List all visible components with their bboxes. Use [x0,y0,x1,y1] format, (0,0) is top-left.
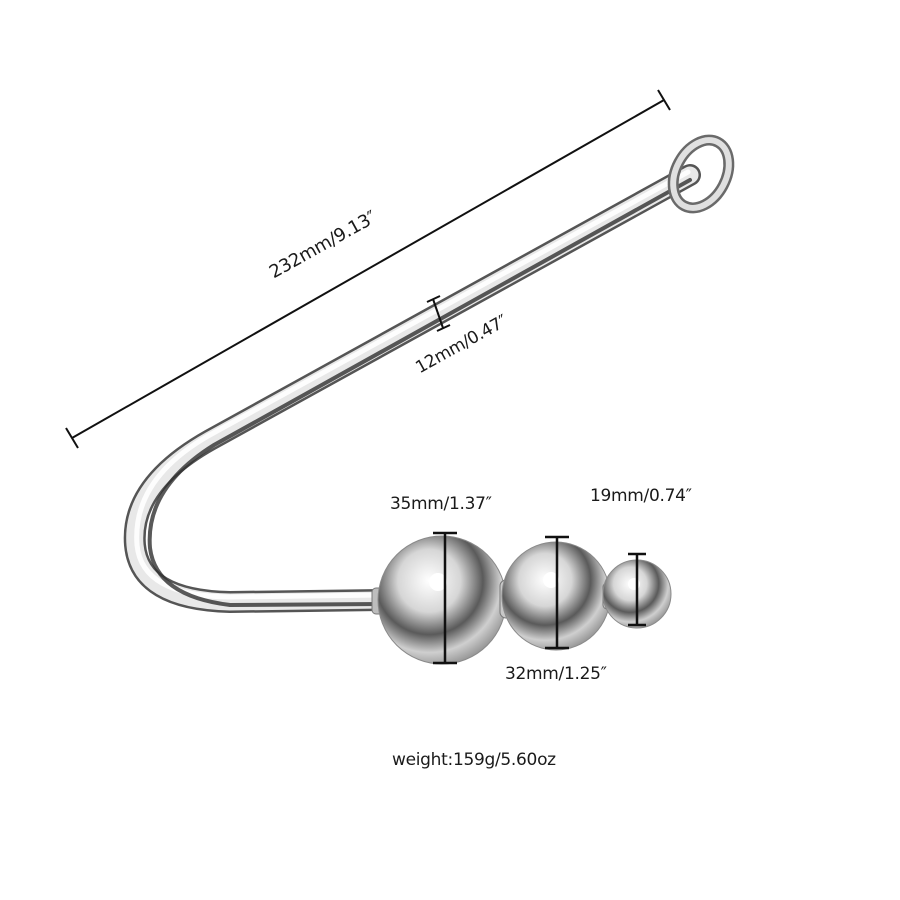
rod-diameter-marker [426,295,451,332]
bead-large [371,535,507,665]
bead-large-diameter-marker [433,531,457,665]
bead-small-label: 19mm/0.74″ [590,486,692,506]
hook-rod [123,164,701,614]
bead-small-diameter-marker [628,552,646,627]
length-dimension-line [65,89,671,449]
ring-handle [667,134,735,214]
weight-label: weight:159g/5.60oz [392,750,556,770]
bead-medium-diameter-marker [545,535,569,650]
bead-medium-label: 32mm/1.25″ [505,664,607,684]
bead-large-label: 35mm/1.37″ [390,494,492,514]
